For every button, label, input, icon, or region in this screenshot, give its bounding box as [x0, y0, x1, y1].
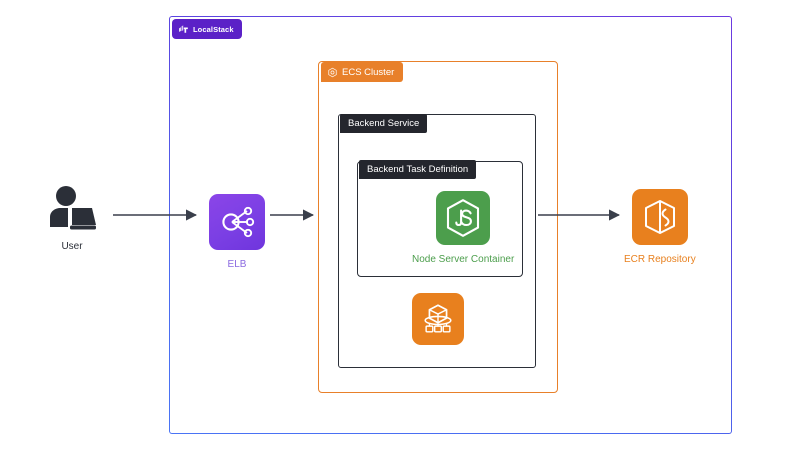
backend-service-label: Backend Service [340, 114, 428, 133]
ecs-container-cube-icon [424, 304, 452, 333]
elb-tile [209, 194, 265, 250]
node-ecr-repository-label: ECR Repository [624, 254, 696, 265]
node-elb-label: ELB [227, 259, 247, 270]
ecs-cluster-label-text: ECS Cluster [342, 66, 395, 78]
node-user[interactable]: User [46, 185, 98, 252]
ecs-cluster-label: ECS Cluster [321, 62, 404, 82]
node-user-label: User [61, 241, 83, 252]
node-elb[interactable]: ELB [209, 194, 265, 270]
ecr-box-icon [644, 200, 675, 234]
user-at-laptop-icon [50, 186, 96, 230]
backend-task-definition-label: Backend Task Definition [359, 160, 477, 179]
localstack-badge: LocalStack [172, 19, 242, 39]
ecr-tile [631, 189, 688, 245]
node-node-server-container[interactable]: Node Server Container [412, 191, 514, 265]
node-ecr-repository[interactable]: ECR Repository [624, 189, 696, 265]
node-ecs-task[interactable] [412, 293, 464, 354]
node-node-server-container-label: Node Server Container [412, 254, 515, 265]
hexagon-gear-icon [328, 67, 337, 77]
backend-service-label-text: Backend Service [348, 118, 420, 129]
nodejs-tile [436, 191, 491, 245]
ecs-task-tile [412, 293, 464, 345]
load-balancer-icon [222, 206, 255, 238]
localstack-badge-label: LocalStack [193, 24, 234, 34]
nodejs-icon [447, 199, 480, 237]
backend-task-definition-label-text: Backend Task Definition [367, 164, 469, 175]
localstack-logo-icon [179, 24, 188, 33]
